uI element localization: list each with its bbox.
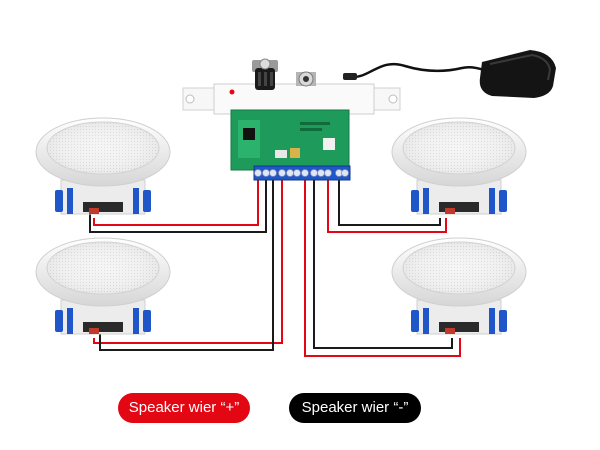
wire-top-right-positive [327, 178, 447, 233]
wire-top-left-positive [93, 178, 259, 226]
wire-bottom-left-positive [93, 178, 283, 344]
power-led-icon [229, 89, 235, 95]
wire-top-left-negative [89, 178, 267, 233]
speaker-bottom-right [391, 237, 527, 335]
audio-jack-icon [296, 71, 316, 87]
power-adapter [343, 50, 556, 98]
wires [89, 178, 461, 357]
speaker-terminal-block [253, 165, 351, 181]
power-cable [351, 63, 485, 79]
speaker-mount-top-left [55, 179, 151, 215]
wire-bottom-right-negative [313, 178, 453, 349]
volume-knob-icon [252, 58, 278, 90]
legend-positive-wire: Speaker wier “+” [118, 393, 250, 423]
speaker-bottom-left [35, 237, 171, 335]
amplifier [182, 58, 401, 181]
wire-bottom-left-negative [99, 178, 274, 351]
dc-plug [343, 73, 357, 80]
legend-negative-wire: Speaker wier “-” [289, 393, 421, 423]
speaker-top-right [391, 117, 527, 215]
wire-bottom-right-positive [304, 178, 461, 357]
speaker-top-left [35, 117, 171, 215]
wire-top-right-negative [338, 178, 441, 226]
